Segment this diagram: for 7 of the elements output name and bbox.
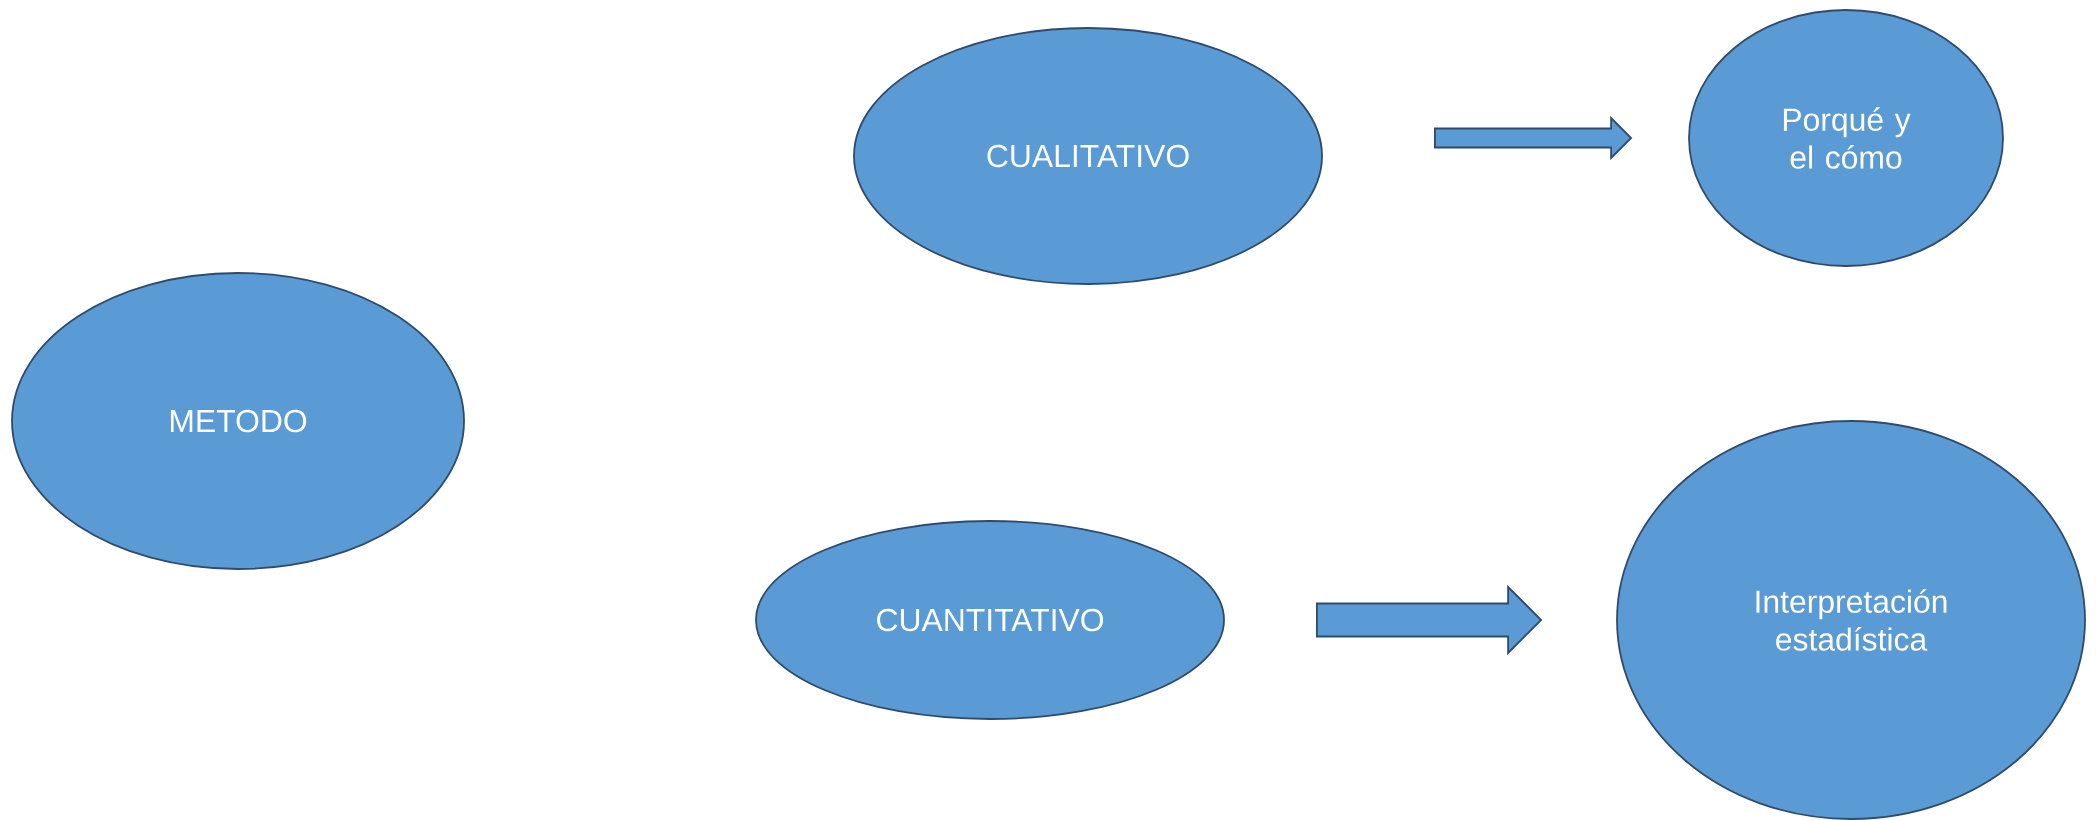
ellipse-node: CUANTITATIVO (755, 520, 1225, 720)
ellipse-node: Porqué y el cómo (1688, 9, 2004, 267)
block-arrow (1434, 115, 1633, 161)
ellipse-node: CUALITATIVO (853, 27, 1323, 285)
block-arrow (1316, 584, 1543, 656)
ellipse-node: Interpretación estadística (1616, 420, 2086, 820)
ellipse-node: METODO (11, 272, 465, 570)
